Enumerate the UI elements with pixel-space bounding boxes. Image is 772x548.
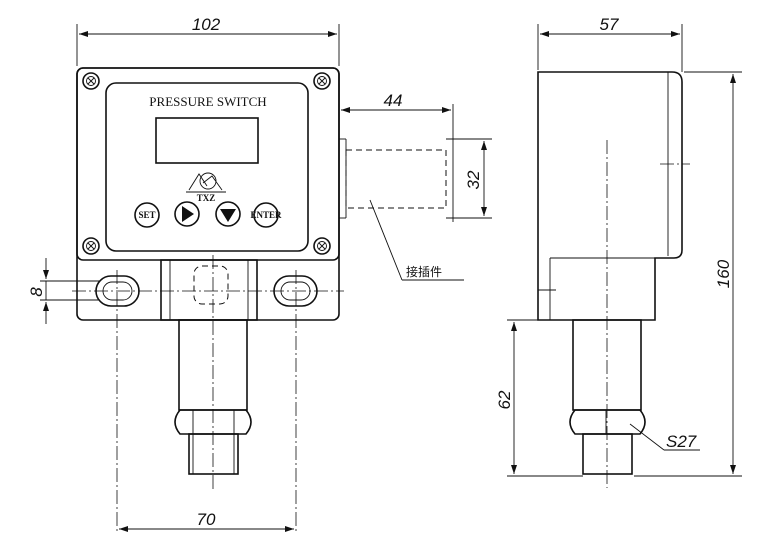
- panel-label: PRESSURE SWITCH: [149, 94, 266, 109]
- set-button: SET: [134, 202, 160, 228]
- front-view: PRESSURE SWITCH TXZ SET ENTER: [72, 67, 447, 532]
- svg-text:ENTER: ENTER: [250, 210, 282, 220]
- side-dimensions: 57 160 62 S27: [495, 15, 742, 477]
- side-thread-fitting: [582, 433, 633, 475]
- side-hex-nut: [569, 409, 646, 435]
- svg-text:SET: SET: [138, 210, 155, 220]
- dim-total-height: 160: [714, 259, 733, 288]
- side-housing: [537, 71, 683, 321]
- neck-recess: [193, 265, 229, 305]
- logo-text: TXZ: [197, 193, 216, 203]
- corner-screw-icon: [82, 72, 100, 90]
- faceplate-panel: [105, 82, 309, 252]
- corner-screw-icon: [313, 237, 331, 255]
- corner-screw-icon: [82, 237, 100, 255]
- hex-nut: [174, 409, 252, 435]
- corner-screw-icon: [313, 72, 331, 90]
- dim-hex-size: S27: [666, 432, 697, 451]
- neck-block: [160, 259, 258, 321]
- down-button: [215, 201, 241, 227]
- up-button: [174, 201, 200, 227]
- front-dimensions: 102 44 32 接插件 8 70: [27, 15, 492, 532]
- connector-hidden: [345, 149, 447, 209]
- enter-button: ENTER: [250, 202, 282, 228]
- side-view: [537, 71, 690, 488]
- dim-front-width: 102: [192, 15, 221, 34]
- dim-slot-height: 8: [27, 287, 46, 297]
- logo-icon: [186, 172, 226, 193]
- dim-connector-height: 32: [464, 170, 483, 189]
- connector-label: 接插件: [406, 264, 442, 279]
- display-window: [155, 117, 259, 164]
- dim-connector-length: 44: [384, 91, 403, 110]
- dim-side-depth: 57: [600, 15, 619, 34]
- dim-hole-spacing: 70: [197, 510, 216, 529]
- dim-stem-height: 62: [495, 390, 514, 409]
- thread-fitting: [188, 433, 239, 475]
